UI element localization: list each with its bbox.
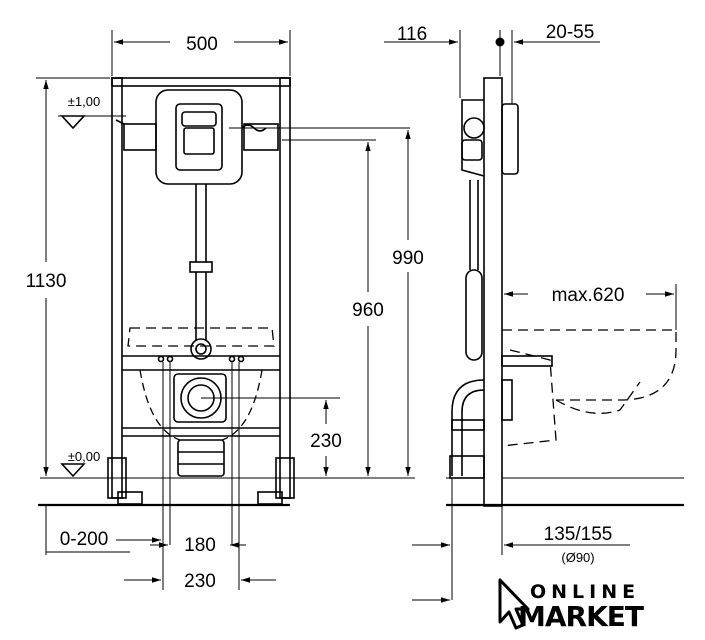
dim-0-200: 0-200: [60, 529, 109, 550]
side-frame-post: [483, 77, 503, 507]
level-marker-floor: [60, 463, 86, 478]
dim-max-620: max.620: [552, 285, 625, 306]
dim-135-155: 135/155: [544, 524, 613, 545]
cistern-outline: [155, 89, 243, 185]
dim-180: 180: [184, 535, 216, 556]
flush-plate: [175, 103, 223, 171]
dim-1130: 1130: [26, 271, 67, 292]
frame-left-post: [111, 77, 123, 499]
dim-230-horizontal: 230: [184, 571, 216, 592]
dim-960: 960: [352, 300, 384, 321]
cursor-icon: [498, 578, 530, 630]
dim-500: 500: [186, 34, 218, 55]
logo-line-market: MARKET: [518, 600, 644, 633]
front-dimension-lines: [36, 30, 415, 590]
logo-line-online: ONLINE: [530, 581, 640, 603]
level-label-top: ±1,00: [68, 94, 100, 109]
front-view: [38, 77, 410, 580]
dim-990: 990: [392, 248, 424, 269]
level-label-floor: ±0,00: [68, 449, 100, 464]
frame-right-post: [279, 77, 291, 499]
online-market-logo: ONLINE MARKET: [498, 578, 645, 633]
dim-230-vertical: 230: [310, 431, 342, 452]
frame-top-bar: [111, 77, 291, 87]
side-dimension-lines: [384, 30, 677, 603]
dimension-labels: 500 116 20-55 ±1,00 ±0,00 1130 990 960 2…: [26, 22, 625, 592]
dim-diameter-90: (Ø90): [561, 550, 594, 565]
dim-116: 116: [397, 24, 427, 45]
side-view: [446, 77, 684, 507]
dim-20-55: 20-55: [546, 22, 595, 43]
level-marker-top: [60, 115, 86, 130]
